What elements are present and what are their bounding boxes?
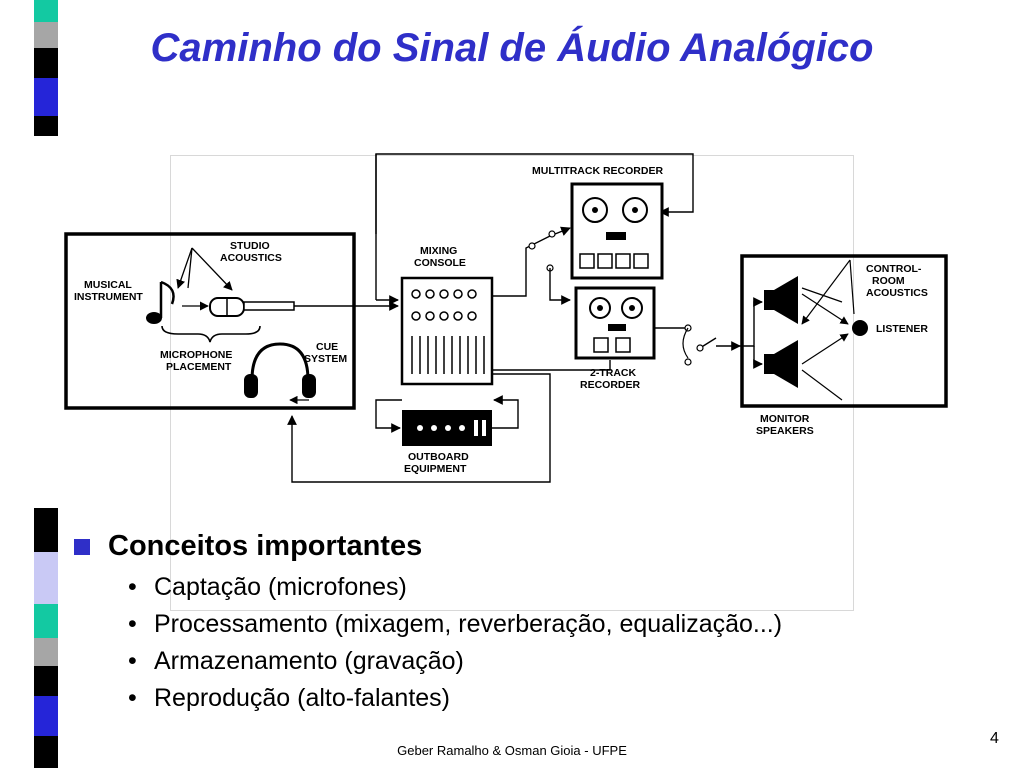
bullet-dot-icon: • <box>128 684 137 712</box>
bar-segment <box>34 48 58 78</box>
bar-segment <box>34 696 58 736</box>
list-item-text: Processamento (mixagem, reverberação, eq… <box>154 610 783 638</box>
music-note-icon <box>146 280 175 324</box>
headphones-icon <box>244 342 316 398</box>
list-item: • Reprodução (alto-falantes) <box>128 680 782 717</box>
list-item-text: Captação (microfones) <box>154 573 407 601</box>
mixing-console <box>400 276 494 386</box>
slide-title: Caminho do Sinal de Áudio Analógico <box>150 26 874 70</box>
speaker-icon <box>764 276 798 324</box>
list-item: • Processamento (mixagem, reverberação, e… <box>128 606 782 643</box>
list-item-text: Armazenamento (gravação) <box>154 647 464 675</box>
listener-icon <box>852 320 868 336</box>
control-room <box>740 254 948 408</box>
bar-segment <box>34 0 58 22</box>
bullet-dot-icon: • <box>128 573 137 601</box>
bar-segment <box>34 552 58 604</box>
list-item: • Captação (microfones) <box>128 569 782 606</box>
slide-footer: Geber Ramalho & Osman Gioia - UFPE <box>397 743 627 758</box>
studio-room <box>64 232 356 410</box>
square-bullet-icon <box>74 538 90 555</box>
bullet-dot-icon: • <box>128 647 137 675</box>
list-heading-text: Conceitos importantes <box>108 530 423 562</box>
two-track-recorder <box>574 286 656 360</box>
bar-segment <box>34 638 58 666</box>
bar-segment <box>34 22 58 48</box>
bar-segment <box>34 508 58 552</box>
page-number: 4 <box>990 730 999 747</box>
microphone-icon <box>209 297 295 317</box>
concepts-list: Conceitos importantes • Captação (microfo… <box>74 530 782 717</box>
bar-segment <box>34 78 58 116</box>
speaker-icon <box>764 340 798 388</box>
list-heading: Conceitos importantes <box>74 530 782 563</box>
bar-segment <box>34 736 58 768</box>
bullet-dot-icon: • <box>128 610 137 638</box>
bar-segment <box>34 604 58 638</box>
bar-segment <box>34 116 58 136</box>
list-item-text: Reprodução (alto-falantes) <box>154 684 450 712</box>
outboard-equipment <box>402 410 492 446</box>
label-listener: LISTENER <box>876 323 928 335</box>
figure-frame <box>170 155 854 611</box>
bar-segment <box>34 666 58 696</box>
list-item: • Armazenamento (gravação) <box>128 643 782 680</box>
multitrack-recorder <box>570 182 664 280</box>
label-multitrack-recorder: MULTITRACK RECORDER <box>532 165 663 177</box>
